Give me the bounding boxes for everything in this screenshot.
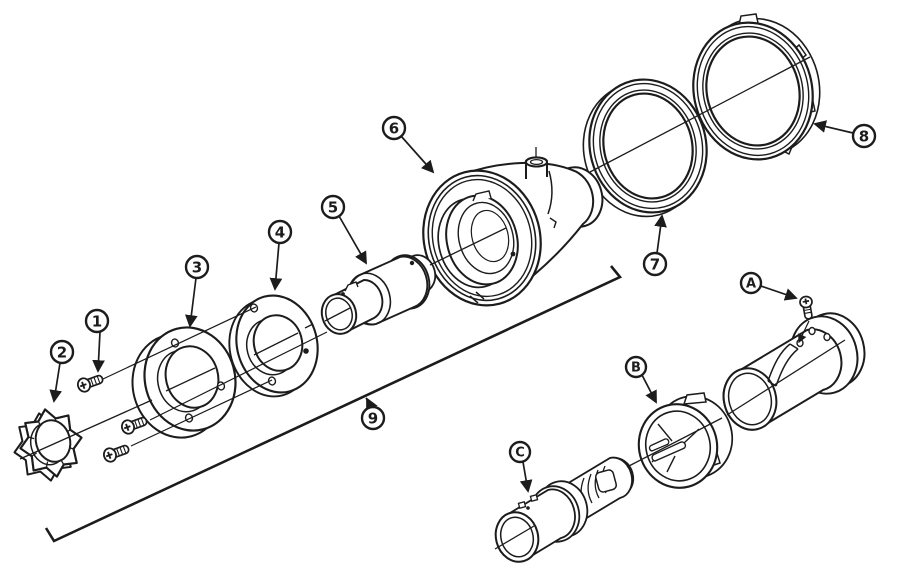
phillips-cross-icon bbox=[79, 381, 87, 389]
callout-9: 9 bbox=[360, 397, 386, 431]
callout-label: 1 bbox=[92, 312, 102, 330]
callout-label: A bbox=[746, 277, 756, 292]
callout-circle bbox=[508, 440, 532, 464]
callout-arrow bbox=[49, 362, 62, 403]
callout-arrow bbox=[269, 242, 283, 291]
callout-5: 5 bbox=[320, 194, 367, 265]
phillips-cross-icon bbox=[802, 298, 810, 305]
contact-bar bbox=[648, 438, 670, 452]
screw-a bbox=[798, 295, 813, 344]
sub-part-b-contact-ring bbox=[637, 392, 734, 489]
callout-circle bbox=[320, 194, 346, 220]
callout-arrow bbox=[338, 215, 367, 265]
part-8-bezel-ring bbox=[692, 13, 821, 161]
callout-circle bbox=[624, 355, 648, 379]
callout-circle bbox=[267, 219, 293, 245]
phillips-cross-icon bbox=[105, 451, 113, 459]
callout-C: C bbox=[508, 440, 533, 493]
screw-alignment-lines bbox=[102, 306, 328, 447]
phillips-cross-icon bbox=[123, 423, 131, 431]
centerline-sub bbox=[494, 339, 846, 550]
callout-1: 1 bbox=[84, 308, 110, 373]
housing-mount-hole bbox=[510, 251, 516, 257]
callout-circle bbox=[49, 339, 75, 365]
centerline-main bbox=[19, 56, 811, 460]
sleeve-hole bbox=[808, 326, 816, 336]
callout-8: 8 bbox=[813, 120, 877, 149]
callout-2: 2 bbox=[49, 339, 75, 403]
screw-1 bbox=[77, 374, 104, 393]
callout-label: 9 bbox=[368, 409, 378, 427]
callout-circle bbox=[84, 308, 110, 334]
callout-circle bbox=[739, 271, 763, 295]
callout-label: 5 bbox=[328, 198, 338, 216]
callout-label: C bbox=[515, 446, 525, 461]
callout-arrow bbox=[366, 397, 378, 412]
part-5-socket-adapter bbox=[320, 254, 437, 335]
screw-2 bbox=[121, 416, 148, 435]
callout-label: B bbox=[631, 361, 641, 376]
callout-3: 3 bbox=[184, 254, 210, 328]
callout-label: 4 bbox=[275, 223, 285, 241]
callout-6: 6 bbox=[381, 115, 435, 174]
sub-part-c-lamp-socket bbox=[494, 456, 635, 563]
callout-arrow bbox=[813, 120, 854, 134]
callout-7: 7 bbox=[642, 214, 668, 277]
sleeve-hole bbox=[823, 332, 831, 342]
callout-label: 2 bbox=[57, 343, 67, 361]
callout-arrow bbox=[185, 277, 198, 328]
plate-hole bbox=[303, 348, 309, 354]
callout-circle bbox=[851, 123, 877, 149]
callout-label: 3 bbox=[192, 258, 202, 276]
sleeve-slot bbox=[767, 343, 799, 387]
part-6-housing bbox=[422, 147, 604, 307]
screw-3 bbox=[103, 444, 130, 463]
callout-circle bbox=[360, 405, 386, 431]
callout-circle bbox=[184, 254, 210, 280]
callout-label: 7 bbox=[650, 255, 660, 273]
callout-4: 4 bbox=[267, 219, 293, 291]
sub-sleeve bbox=[722, 312, 866, 431]
socket-tab bbox=[529, 494, 539, 502]
callout-circle bbox=[642, 251, 668, 277]
callout-A: A bbox=[739, 271, 798, 301]
contact-bar bbox=[651, 441, 687, 462]
callout-arrow bbox=[519, 461, 533, 493]
callout-B: B bbox=[624, 355, 657, 404]
callout-layer: 1 2 3 4 5 6 7 8 9 A B C bbox=[49, 115, 877, 493]
flange-hole bbox=[170, 338, 180, 348]
callout-circle bbox=[381, 115, 407, 141]
callout-arrow bbox=[92, 331, 105, 373]
callout-arrow bbox=[760, 285, 798, 301]
housing-top-port bbox=[524, 147, 548, 179]
callout-arrow bbox=[641, 374, 657, 404]
callout-label: 8 bbox=[859, 127, 869, 145]
callout-label: 6 bbox=[389, 119, 399, 137]
socket-tab bbox=[517, 501, 527, 509]
callout-arrow bbox=[400, 135, 435, 174]
callout-arrow bbox=[654, 214, 667, 254]
socket-slot bbox=[594, 469, 618, 493]
part-2-knurled-knob bbox=[13, 408, 83, 482]
